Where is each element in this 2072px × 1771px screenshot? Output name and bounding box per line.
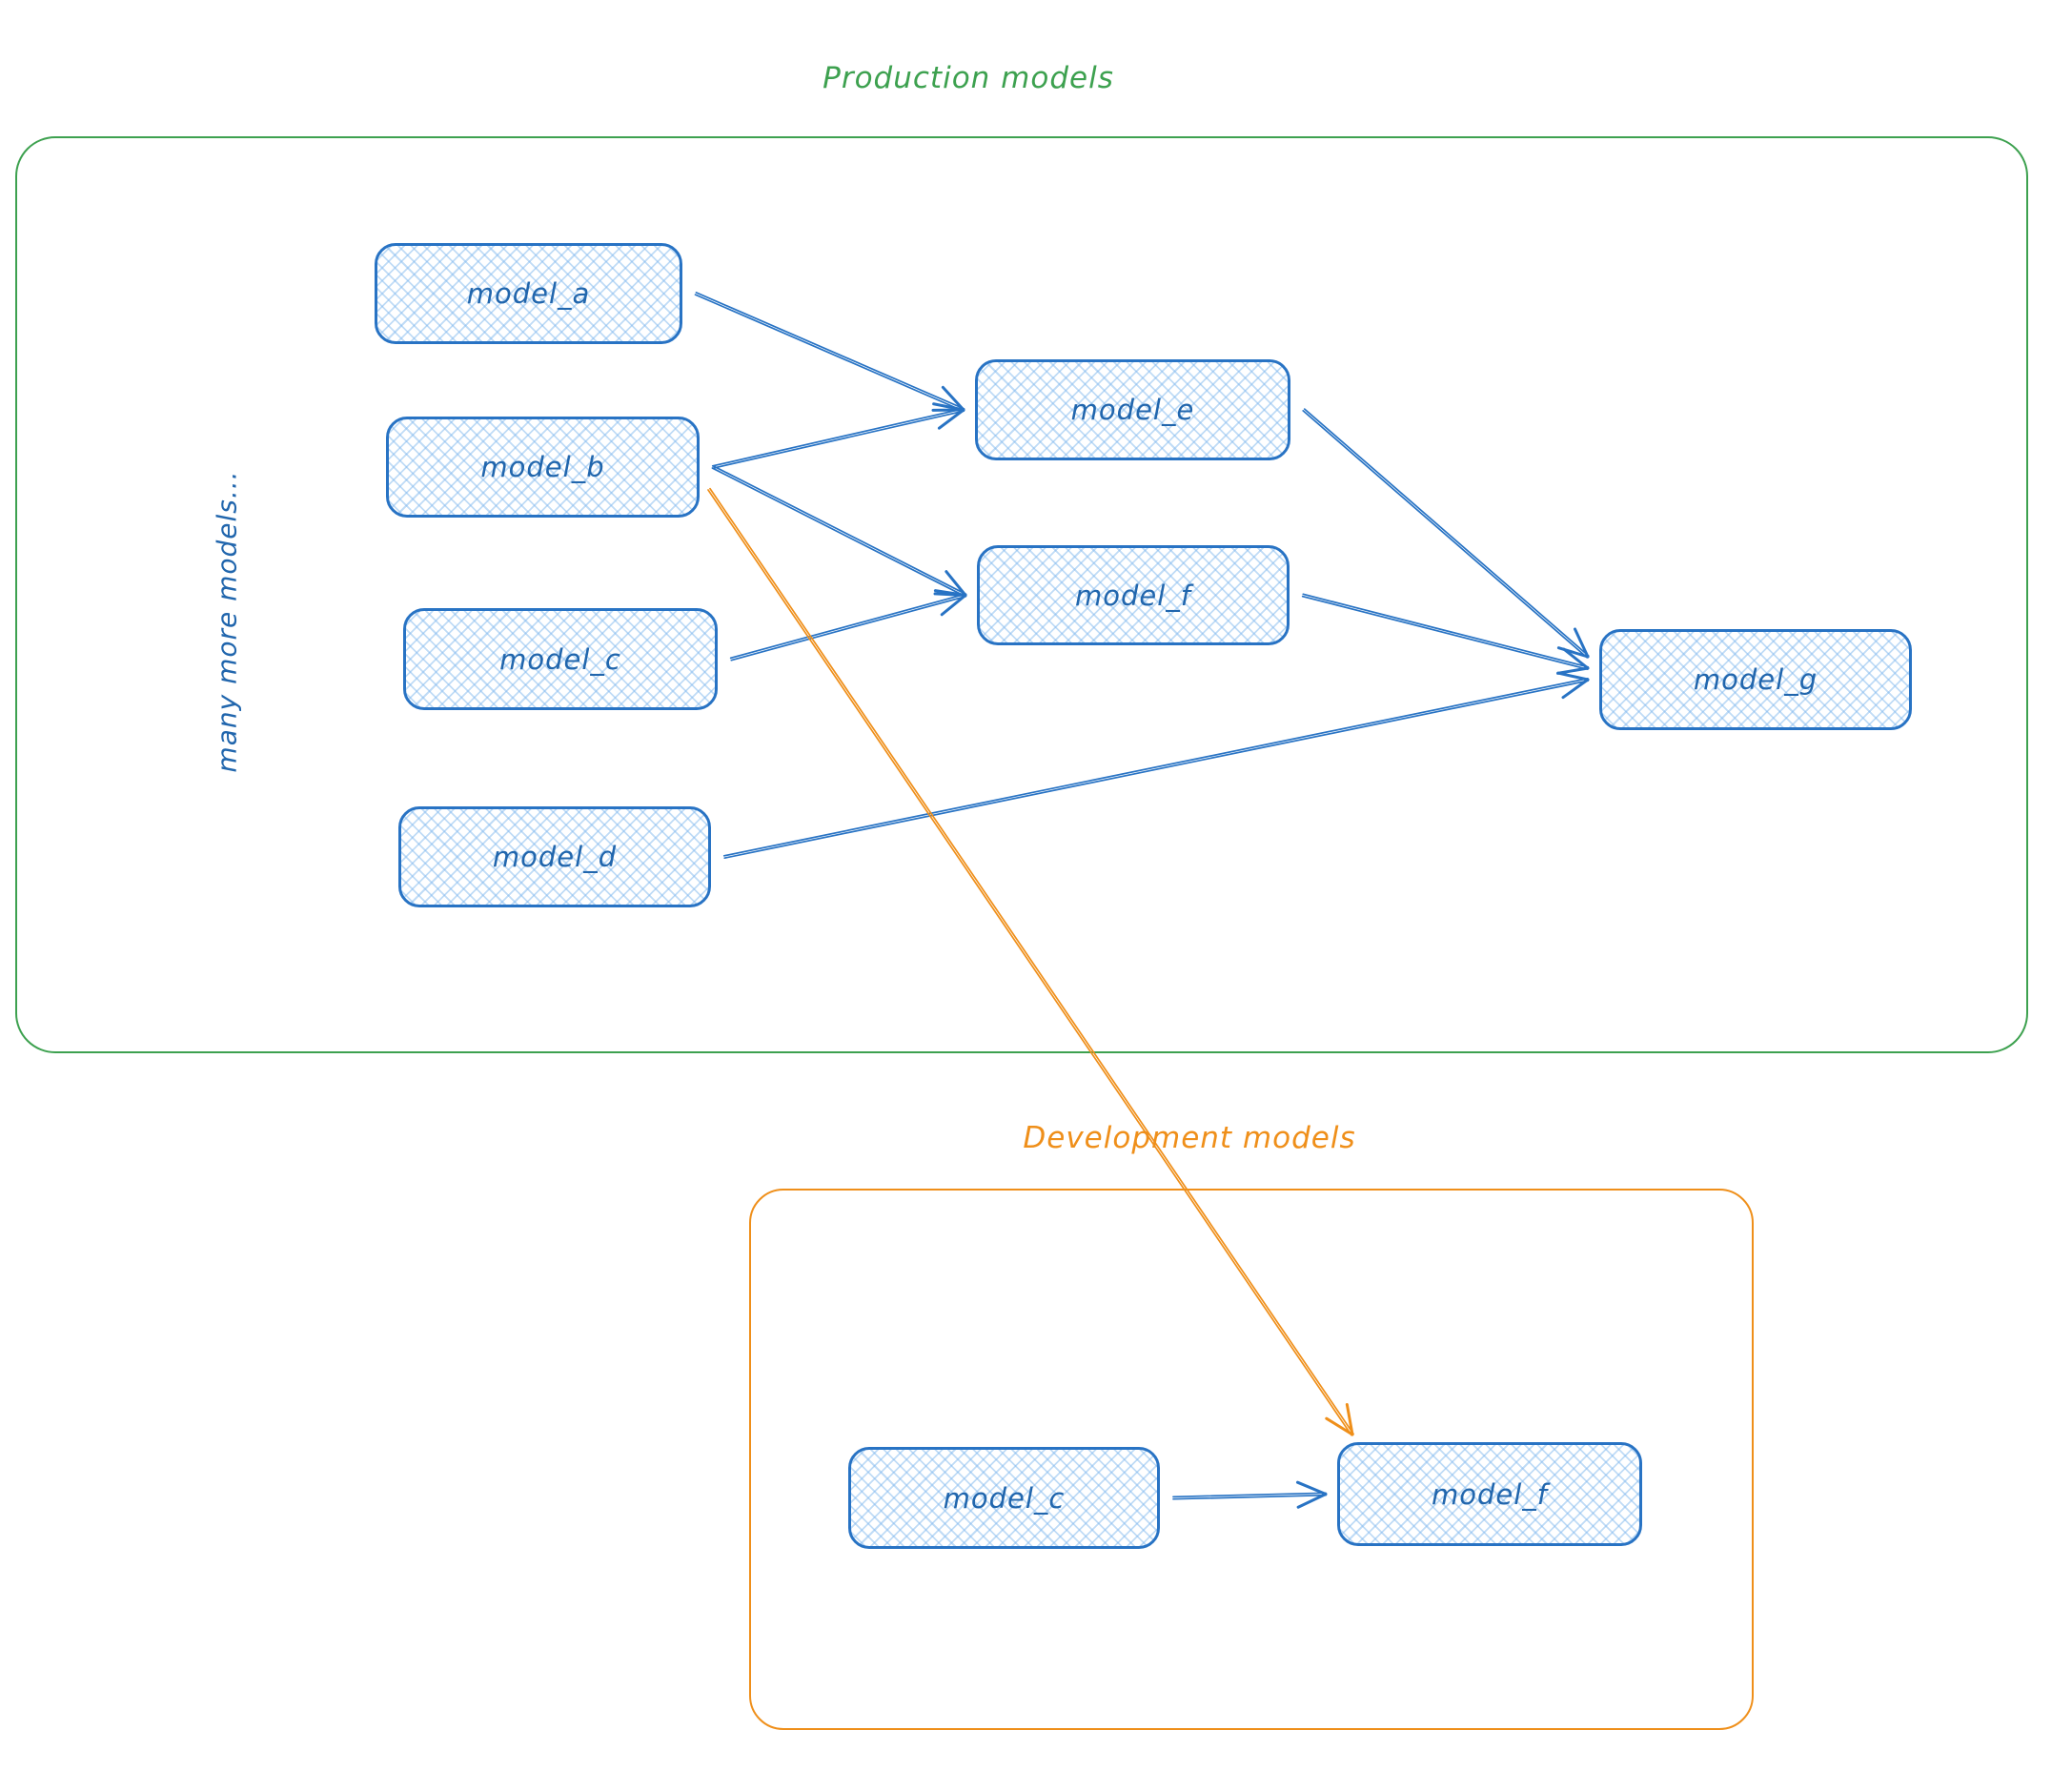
node-model-a-label: model_a [466, 277, 591, 310]
node-dev-model-c[interactable]: model_c [848, 1447, 1160, 1549]
node-dev-model-f-label: model_f [1431, 1477, 1548, 1511]
development-group-title: Development models [1023, 1121, 1356, 1155]
node-dev-model-c-label: model_c [943, 1481, 1066, 1515]
node-model-c[interactable]: model_c [403, 608, 718, 710]
node-model-g[interactable]: model_g [1599, 629, 1912, 730]
node-model-f-label: model_f [1074, 579, 1191, 612]
node-model-d[interactable]: model_d [398, 806, 711, 907]
node-model-b-label: model_b [480, 451, 605, 483]
node-model-g-label: model_g [1693, 663, 1818, 696]
node-model-b[interactable]: model_b [386, 417, 700, 518]
many-more-models-note: many more models... [211, 470, 243, 773]
node-model-f[interactable]: model_f [977, 545, 1290, 645]
production-group-title: Production models [823, 61, 1114, 95]
node-model-e-label: model_e [1070, 394, 1195, 426]
node-model-e[interactable]: model_e [975, 359, 1290, 460]
node-model-c-label: model_c [499, 642, 621, 676]
node-model-a[interactable]: model_a [375, 243, 682, 344]
node-dev-model-f[interactable]: model_f [1337, 1442, 1642, 1546]
node-model-d-label: model_d [492, 841, 618, 873]
